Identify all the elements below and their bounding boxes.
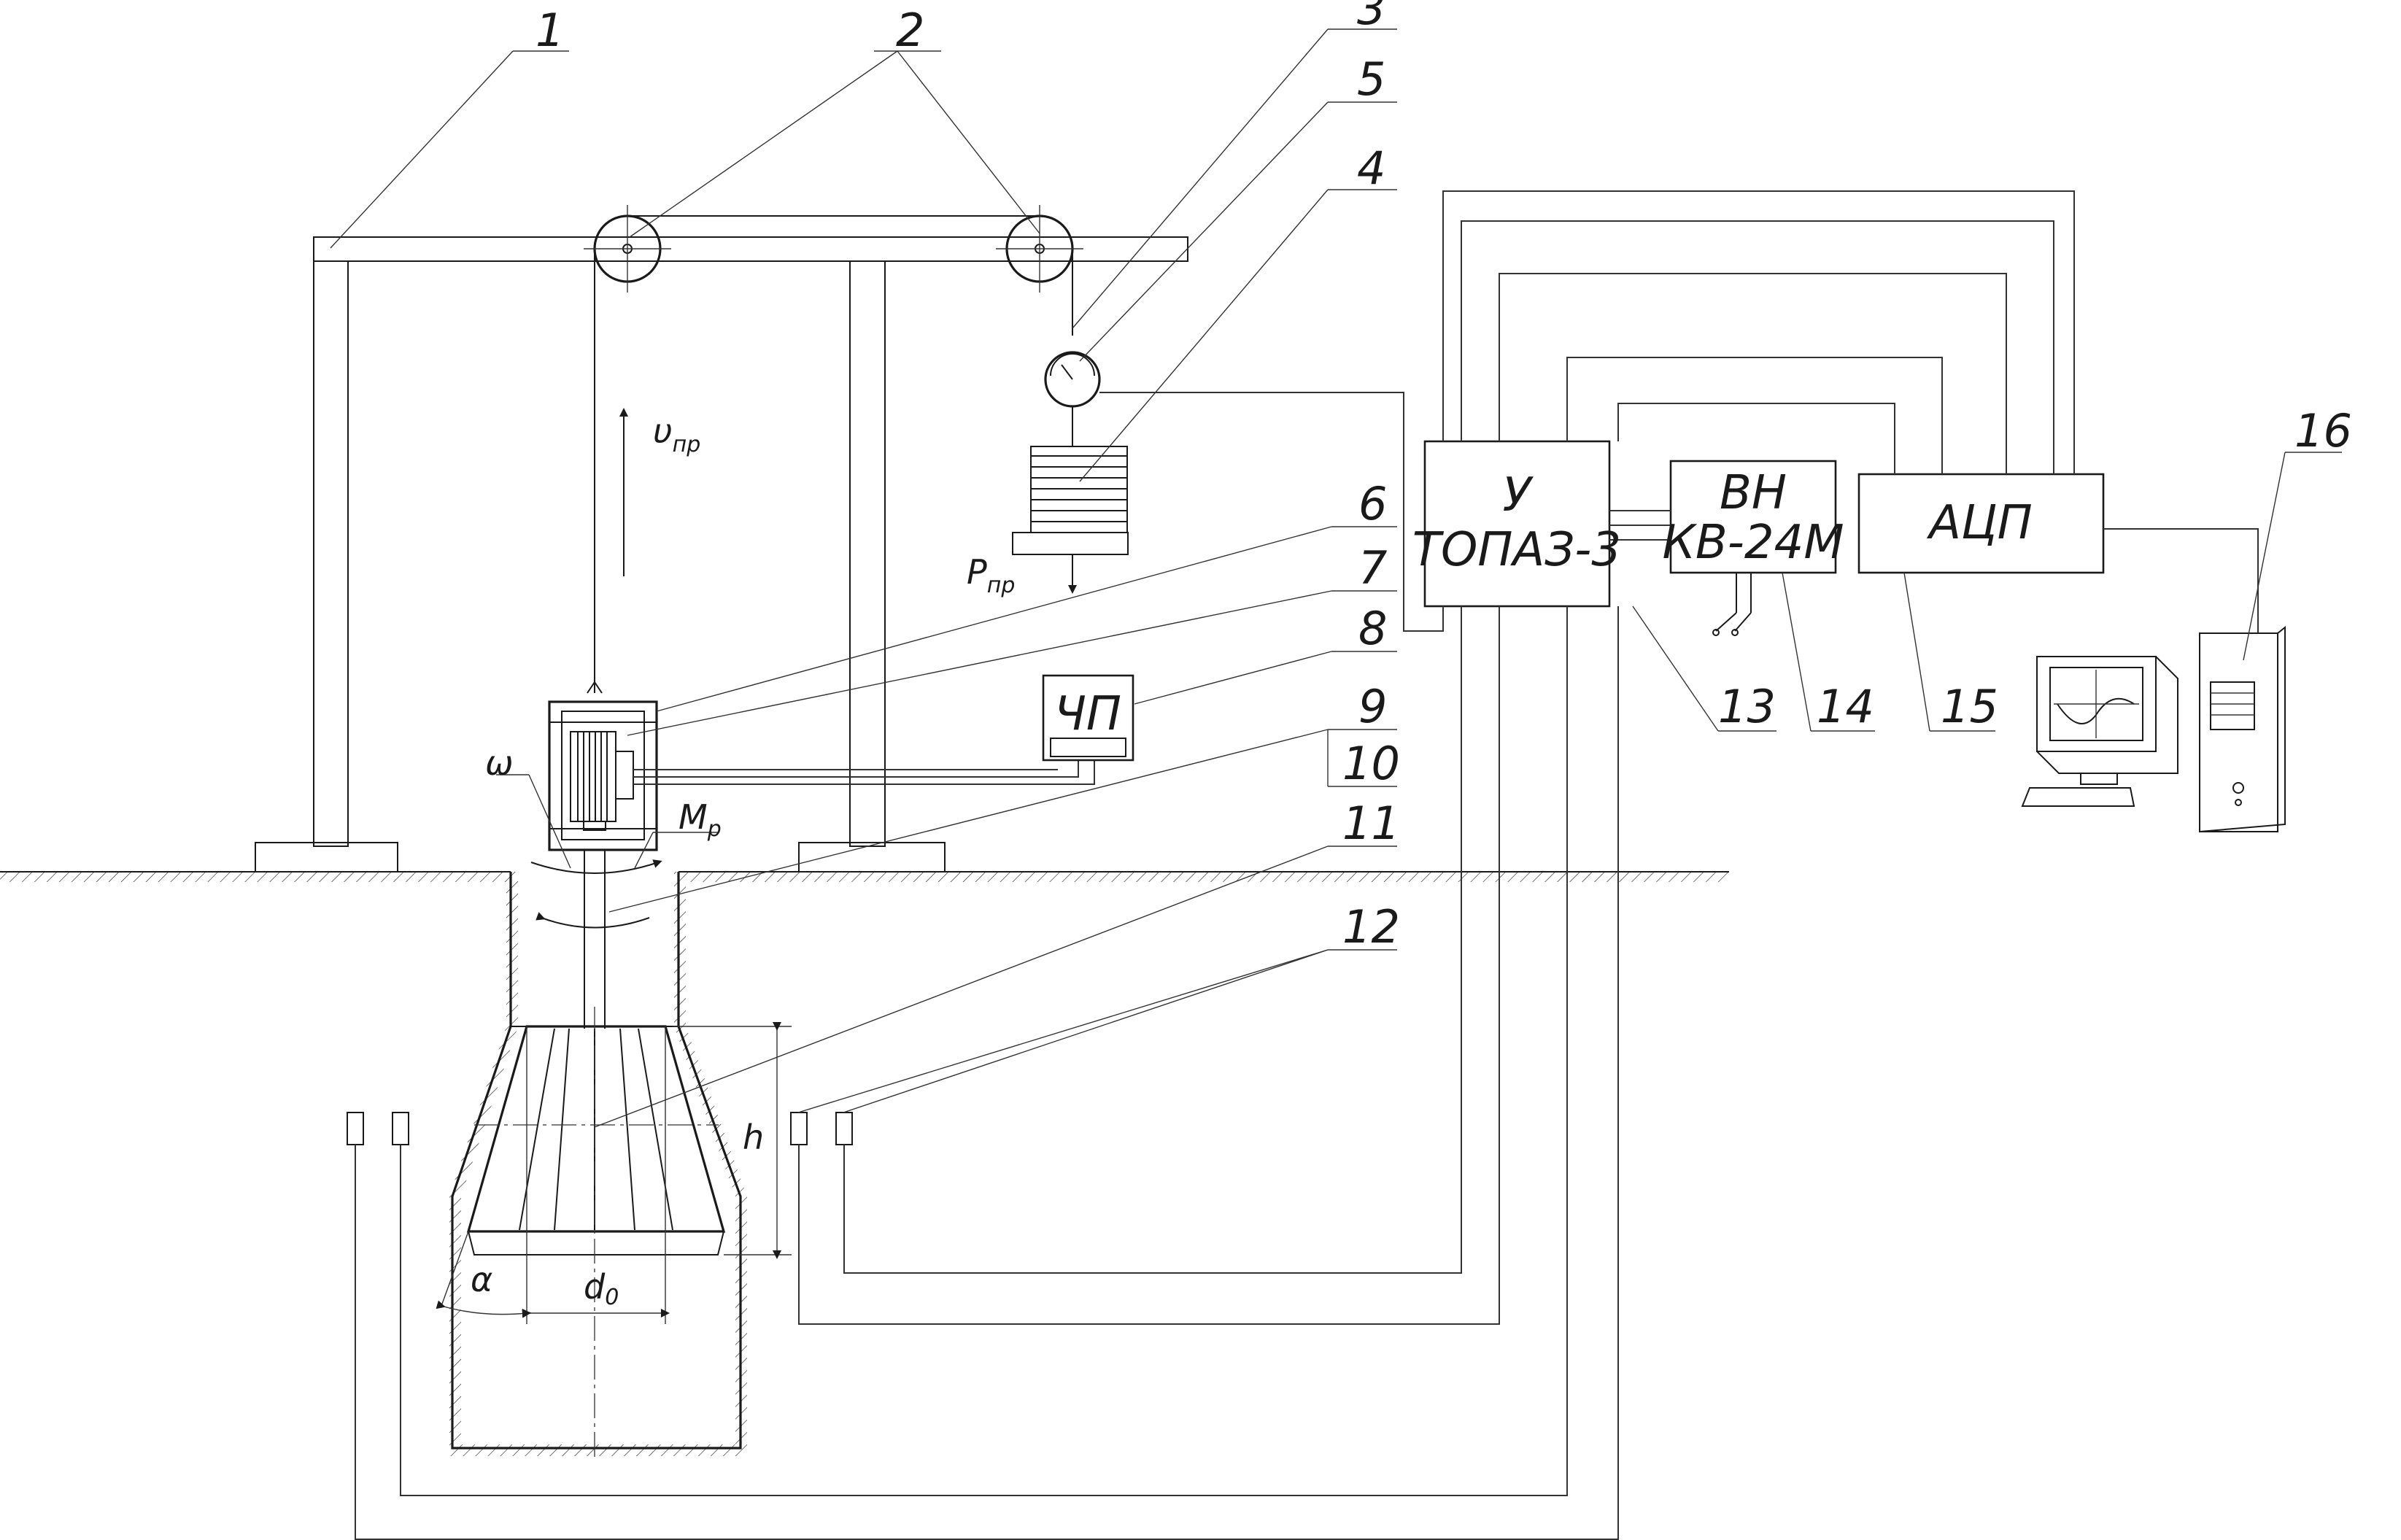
wiring bbox=[355, 190, 2259, 1540]
motor-assembly bbox=[548, 681, 658, 1029]
callout-16: 16 bbox=[2294, 404, 2352, 457]
callout-14: 14 bbox=[1817, 680, 1874, 733]
callout-13: 13 bbox=[1718, 680, 1776, 733]
amplifier-label-line2: ТОПАЗ-3 bbox=[1412, 523, 1621, 577]
dynamometer bbox=[1044, 351, 1101, 446]
power-source-label-line2: КВ-24М bbox=[1662, 516, 1844, 570]
callout-6: 6 bbox=[1358, 477, 1387, 530]
callout-4: 4 bbox=[1357, 142, 1385, 195]
alpha-symbol: α bbox=[471, 1260, 492, 1299]
ground-and-pit bbox=[0, 871, 1729, 1456]
callout-12: 12 bbox=[1342, 900, 1400, 953]
motor-wires bbox=[633, 759, 1095, 785]
callout-7: 7 bbox=[1358, 541, 1387, 595]
block-labels: У ТОПАЗ-3 ВН КВ-24М АЦП ЧП bbox=[1054, 466, 2033, 741]
power-source-block bbox=[1669, 460, 1837, 636]
callout-8: 8 bbox=[1358, 602, 1387, 655]
load-symbol: Pпр bbox=[967, 552, 1015, 598]
conical-tool bbox=[466, 1007, 726, 1459]
height-dimension bbox=[673, 1022, 792, 1259]
weight-stack bbox=[1012, 446, 1129, 594]
rotation-arrows bbox=[530, 859, 662, 929]
callout-11: 11 bbox=[1342, 797, 1400, 850]
amplifier-block bbox=[1423, 440, 1611, 608]
callout-1: 1 bbox=[536, 4, 564, 57]
callout-9: 9 bbox=[1358, 680, 1387, 733]
callout-10: 10 bbox=[1342, 737, 1400, 790]
omega-symbol: ω bbox=[485, 743, 514, 783]
power-source-label-line1: ВН bbox=[1720, 466, 1787, 520]
callout-15: 15 bbox=[1941, 680, 1998, 733]
adc-block bbox=[1857, 473, 2105, 574]
frequency-converter-label: ЧП bbox=[1054, 687, 1121, 741]
amp-power-links bbox=[1609, 510, 1671, 541]
velocity-symbol: υпр bbox=[653, 411, 700, 457]
moment-symbol: Mр bbox=[678, 797, 722, 842]
callout-5: 5 bbox=[1357, 53, 1385, 106]
computer bbox=[2021, 625, 2286, 833]
sensors bbox=[347, 1112, 853, 1145]
adc-label: АЦП bbox=[1926, 496, 2033, 550]
callout-2: 2 bbox=[896, 4, 924, 57]
height-symbol: h bbox=[743, 1118, 764, 1157]
amplifier-label-line1: У bbox=[1503, 468, 1534, 522]
pulleys bbox=[584, 205, 1083, 693]
leader-lines bbox=[330, 28, 2342, 1128]
callout-numbers: 1 2 3 5 4 6 7 8 9 10 11 12 13 14 15 16 bbox=[536, 0, 2352, 953]
diameter-symbol: d0 bbox=[584, 1267, 619, 1310]
callout-3: 3 bbox=[1357, 0, 1385, 35]
symbols: υпр Pпр ω Mр h α d0 bbox=[471, 411, 1015, 1310]
diameter-dimension bbox=[436, 1026, 670, 1324]
frequency-converter-block bbox=[1042, 674, 1134, 762]
